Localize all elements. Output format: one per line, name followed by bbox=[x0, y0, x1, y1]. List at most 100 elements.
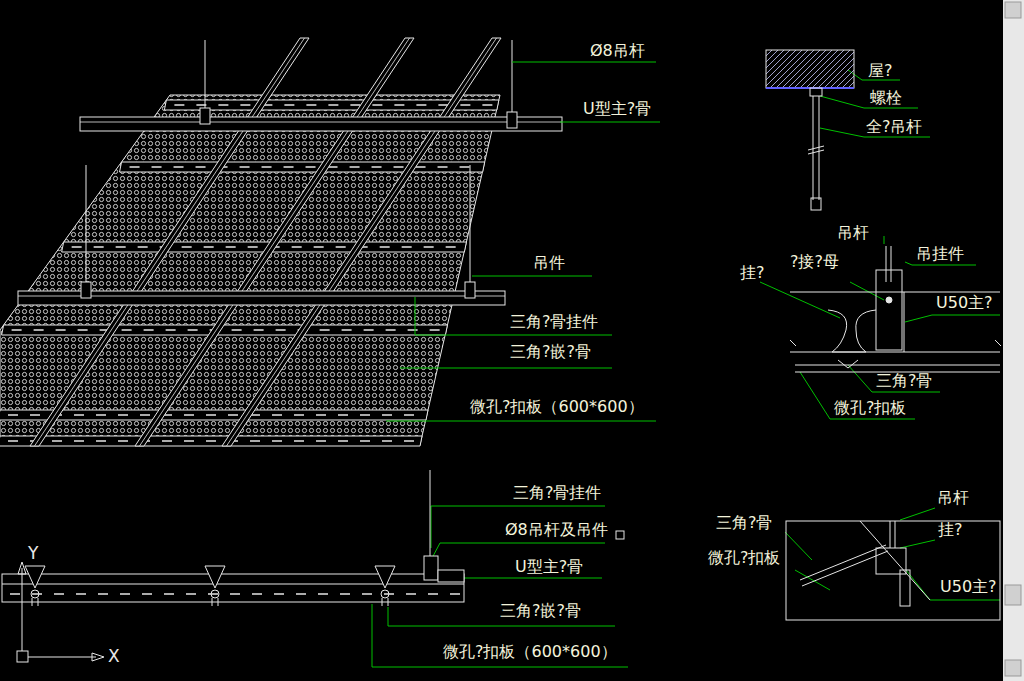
drawing-line bbox=[2, 584, 464, 585]
callout-label: U50主? bbox=[940, 578, 997, 596]
drawing-line bbox=[74, 440, 84, 442]
hanger-clip bbox=[507, 112, 517, 128]
drawing-line bbox=[306, 104, 316, 106]
drawing-line bbox=[218, 598, 219, 606]
drawing-line bbox=[12, 329, 22, 331]
drawing-line bbox=[74, 414, 84, 416]
drawing-line bbox=[340, 593, 350, 595]
drawing-line bbox=[166, 329, 176, 331]
drawing-line bbox=[30, 414, 40, 416]
drawing-line bbox=[386, 329, 396, 331]
panel-section bbox=[2, 574, 464, 602]
drawing-line bbox=[138, 246, 148, 248]
drawing-line bbox=[230, 593, 240, 595]
drawing-line bbox=[438, 166, 448, 168]
drawing-line bbox=[152, 166, 162, 168]
callout-label: 挂? bbox=[740, 264, 765, 282]
drawing-line bbox=[182, 246, 192, 248]
drawing-line bbox=[188, 329, 198, 331]
drawing-line bbox=[320, 329, 330, 331]
drawing-line bbox=[208, 593, 218, 595]
drawing-line bbox=[248, 246, 258, 248]
hanger-rod bbox=[512, 40, 513, 112]
callout-label: 屋? bbox=[868, 62, 893, 80]
drawing-line bbox=[460, 104, 470, 106]
drawing-line bbox=[382, 440, 392, 442]
panel-seam bbox=[120, 162, 485, 172]
drawing-line bbox=[318, 593, 328, 595]
drawing-line bbox=[31, 590, 39, 598]
drawing-line bbox=[96, 414, 106, 416]
hanger-clip bbox=[465, 282, 475, 298]
drawing-line bbox=[211, 590, 219, 598]
drawing-line bbox=[382, 598, 383, 606]
hanger-rod bbox=[430, 470, 431, 558]
callout-label: 三角?嵌?骨 bbox=[500, 602, 581, 620]
drawing-line bbox=[206, 440, 216, 442]
drawing-line bbox=[118, 440, 128, 442]
drawing-line bbox=[292, 246, 302, 248]
isometric-view bbox=[0, 38, 562, 446]
drawing-line bbox=[446, 246, 456, 248]
drawing-line bbox=[94, 246, 104, 248]
drawing-line bbox=[408, 329, 418, 331]
drawing-line bbox=[430, 329, 440, 331]
drawing-line bbox=[482, 104, 492, 106]
drawing-line bbox=[404, 414, 414, 416]
drawing-line bbox=[262, 166, 272, 168]
callout-label: 三角?骨挂件 bbox=[510, 313, 599, 331]
hanger-rod bbox=[205, 40, 206, 108]
drawing-line bbox=[402, 246, 412, 248]
drawing-line bbox=[130, 166, 140, 168]
callout-label: U型主?骨 bbox=[515, 558, 583, 576]
callout-label: 三角?骨挂件 bbox=[513, 484, 602, 502]
drawing-line bbox=[8, 414, 18, 416]
callout-label: Ø8吊杆 bbox=[590, 42, 645, 60]
panel-seam bbox=[0, 436, 422, 446]
drawing-line bbox=[416, 166, 426, 168]
callout-label: U型主?骨 bbox=[583, 100, 651, 118]
drawing-line bbox=[316, 440, 326, 442]
drawing-line bbox=[227, 38, 497, 446]
drawing-line bbox=[381, 590, 389, 598]
drawing-line bbox=[380, 246, 390, 248]
leader-lines bbox=[372, 62, 1000, 667]
drawing-line bbox=[98, 593, 108, 595]
drawing-line bbox=[184, 440, 194, 442]
triangle-keel bbox=[25, 566, 45, 588]
drawing-line bbox=[350, 104, 360, 106]
drawing-line bbox=[360, 414, 370, 416]
drawing-line bbox=[204, 246, 214, 248]
callout-label: Ø8吊杆及吊件 bbox=[505, 521, 608, 539]
drawing-line bbox=[372, 104, 382, 106]
callout-label: 微孔?扣板（600*600） bbox=[470, 398, 644, 416]
drawing-line bbox=[416, 104, 426, 106]
drawing-line bbox=[38, 598, 39, 606]
drawing-line bbox=[394, 104, 404, 106]
drawing-line bbox=[294, 414, 304, 416]
drawing-line bbox=[174, 166, 184, 168]
drawing-line bbox=[338, 440, 348, 442]
u-main-channel bbox=[438, 570, 464, 582]
drawing-line bbox=[226, 246, 236, 248]
drawing-line bbox=[364, 329, 374, 331]
hanger-clip bbox=[81, 282, 91, 298]
hanger-clip bbox=[200, 108, 210, 124]
drawing-line bbox=[350, 166, 360, 168]
drawing-line bbox=[162, 440, 172, 442]
drawing-line bbox=[196, 166, 206, 168]
drawing-line bbox=[206, 414, 216, 416]
callout-label: 三角?嵌?骨 bbox=[510, 343, 591, 361]
drawing-line bbox=[284, 166, 294, 168]
drawing-line bbox=[32, 598, 33, 606]
drawing-line bbox=[424, 246, 434, 248]
drawing-line bbox=[314, 246, 324, 248]
drawing-line bbox=[118, 414, 128, 416]
drawing-line bbox=[122, 329, 132, 331]
drawing-line bbox=[54, 593, 64, 595]
drawing-line bbox=[212, 598, 213, 606]
drawing-line bbox=[34, 329, 44, 331]
drawing-line bbox=[140, 38, 410, 446]
callout-label: 吊挂件 bbox=[916, 245, 964, 263]
